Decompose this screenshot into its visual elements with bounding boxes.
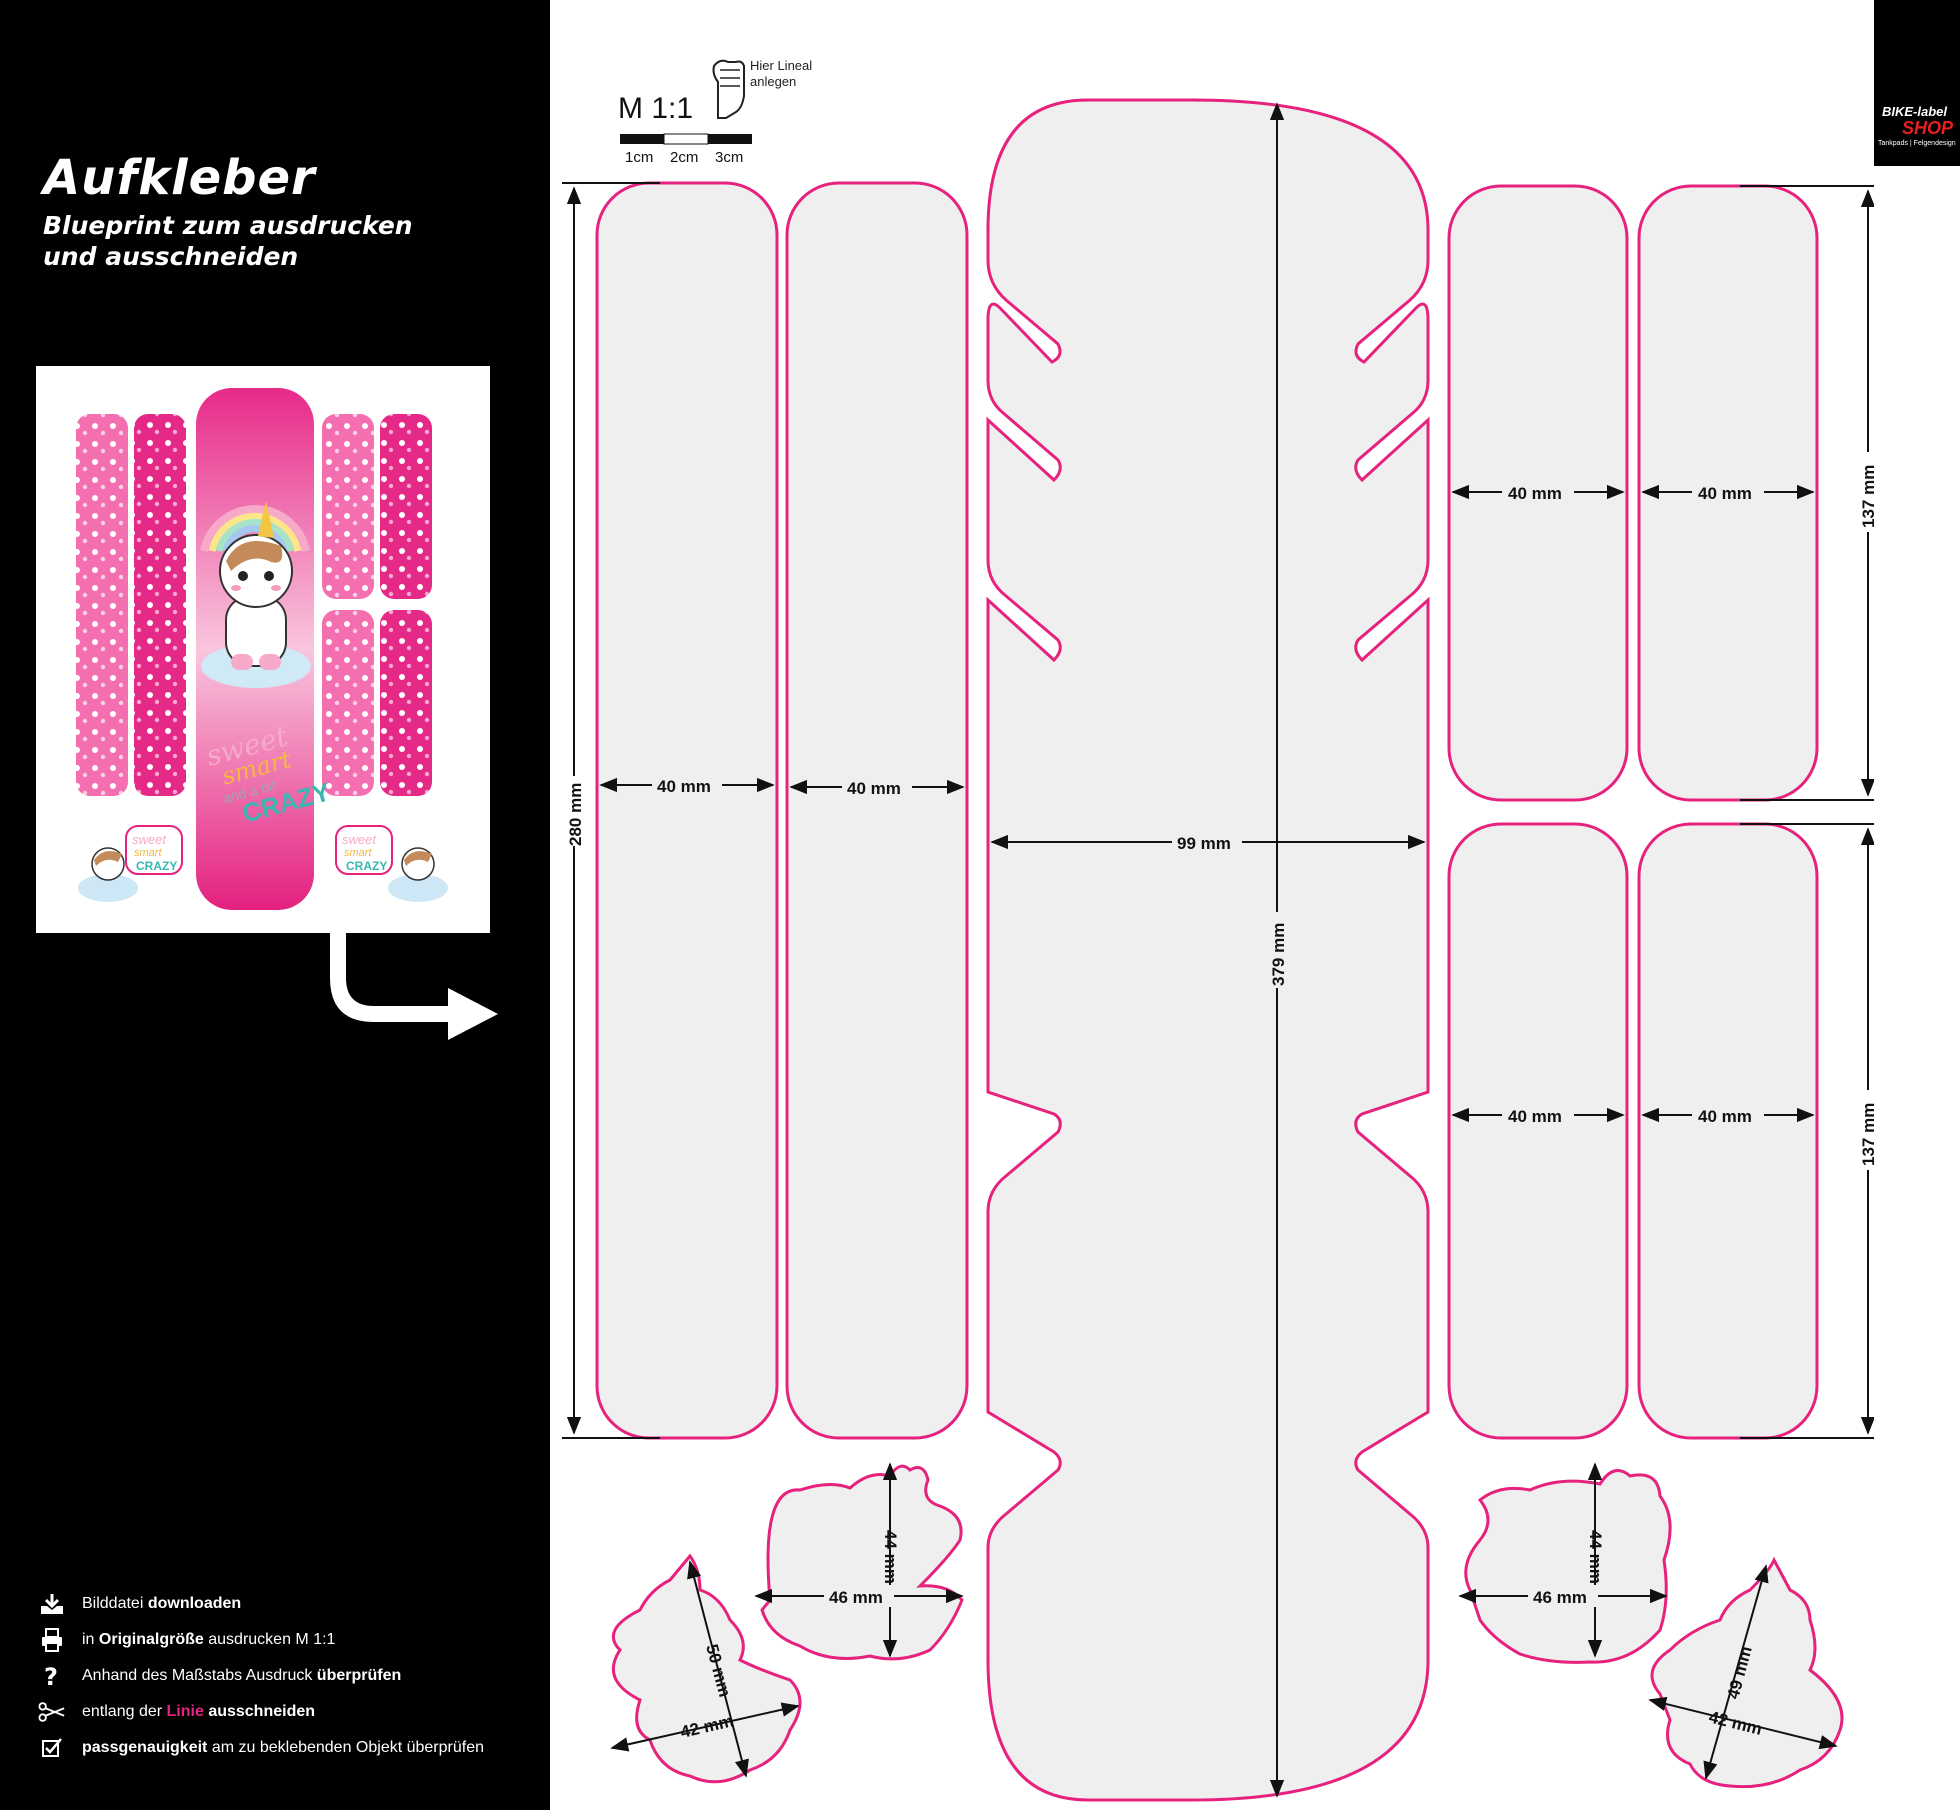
- dim-center-height: 379 mm: [1269, 923, 1288, 986]
- arrow-right-icon: [330, 930, 498, 1040]
- logo-tagline: Tankpads | Felgendesign: [1878, 140, 1956, 147]
- dim-cloud1-height: 44 mm: [881, 1530, 900, 1584]
- sticker-center-panel: [986, 98, 1430, 1802]
- ruler-hint: Hier Lineal anlegen: [750, 58, 813, 89]
- sidebar: Aufkleber Blueprint zum ausdrucken und a…: [0, 0, 550, 1810]
- sticker-cloud-left: [760, 1464, 964, 1661]
- instruction-step-print: in Originalgröße ausdrucken M 1:1: [38, 1622, 484, 1658]
- step-text-bold: Originalgröße: [98, 1631, 204, 1648]
- logo-text-shop: SHOP: [1902, 118, 1954, 138]
- blueprint-drawing: 1cm 2cm 3cm: [562, 59, 1874, 1802]
- instruction-step-cut: entlang der Linie ausschneiden: [38, 1694, 484, 1730]
- scale-bar: 1cm 2cm 3cm: [620, 133, 752, 166]
- step-text-bold: überprüfen: [316, 1667, 402, 1684]
- dim-small-width-1: 40 mm: [1508, 484, 1562, 503]
- svg-text:?: ?: [44, 1663, 58, 1689]
- dim-cloud1-width: 46 mm: [829, 1588, 883, 1607]
- checkbox-icon: [38, 1734, 66, 1762]
- step-text: in: [82, 1631, 99, 1648]
- scale-tick-1cm: 1cm: [625, 149, 653, 166]
- dim-small-height-bottom: 137 mm: [1859, 1103, 1874, 1166]
- instruction-step-check: passgenauigkeit am zu beklebenden Objekt…: [38, 1730, 484, 1766]
- instruction-list: Bilddatei downloaden in Originalgröße au…: [38, 1586, 484, 1766]
- dim-cloud2-height: 44 mm: [1586, 1530, 1605, 1584]
- subtitle-line-1: Blueprint zum ausdrucken: [43, 211, 413, 240]
- step-text: entlang der: [82, 1703, 167, 1720]
- svg-text:sweet: sweet: [342, 832, 377, 847]
- dim-small-height-top: 137 mm: [1859, 465, 1874, 528]
- question-icon: ?: [38, 1662, 66, 1690]
- dim-small-width-2: 40 mm: [1698, 484, 1752, 503]
- step-text: Bilddatei: [82, 1595, 148, 1612]
- scale-tick-2cm: 2cm: [670, 149, 698, 166]
- step-text-bold: downloaden: [147, 1595, 242, 1612]
- step-text-bold: ausschneiden: [208, 1703, 316, 1720]
- instruction-step-verify: ? Anhand des Maßstabs Ausdruck überprüfe…: [38, 1658, 484, 1694]
- instruction-step-download: Bilddatei downloaden: [38, 1586, 484, 1622]
- subtitle-line-2: und ausschneiden: [43, 242, 299, 271]
- page-subtitle: Blueprint zum ausdrucken und ausschneide…: [43, 210, 413, 272]
- brand-logo: BIKE-label SHOP Tankpads | Felgendesign: [1874, 0, 1960, 166]
- logo-text: BIKE-label: [1882, 104, 1948, 119]
- svg-text:CRAZY: CRAZY: [346, 859, 387, 873]
- svg-text:smart: smart: [134, 847, 162, 859]
- step-text: am zu beklebenden Objekt überprüfen: [207, 1739, 484, 1756]
- download-icon: [38, 1590, 66, 1618]
- svg-text:CRAZY: CRAZY: [136, 859, 177, 873]
- dim-strip-width-2: 40 mm: [847, 779, 901, 798]
- step-text-bold: passgenauigkeit: [82, 1739, 208, 1756]
- sticker-preview-image: sweet smart and a bit CRAZY sweet smart …: [36, 366, 490, 933]
- step-text: Anhand des Maßstabs Ausdruck: [82, 1667, 317, 1684]
- scale-label: M 1:1: [618, 92, 694, 125]
- hand-pointer-icon: [712, 59, 745, 119]
- svg-text:smart: smart: [344, 847, 372, 859]
- sticker-preview-graphic: sweet smart and a bit CRAZY sweet smart …: [76, 388, 448, 910]
- sticker-small-bottom-1: [1447, 822, 1629, 1440]
- dim-cloud2-width: 46 mm: [1533, 1588, 1587, 1607]
- dim-small-width-3: 40 mm: [1508, 1107, 1562, 1126]
- step-text: ausdrucken M 1:1: [203, 1631, 336, 1648]
- dim-center-width: 99 mm: [1177, 834, 1231, 853]
- sticker-strip-1: [595, 181, 779, 1440]
- dim-strip-height: 280 mm: [566, 783, 585, 846]
- step-text-highlight: Linie: [166, 1703, 204, 1720]
- sticker-cloud-right: [1464, 1469, 1672, 1664]
- scissors-icon: [38, 1698, 66, 1726]
- dim-strip-width-1: 40 mm: [657, 777, 711, 796]
- sticker-small-bottom-2: [1637, 822, 1819, 1440]
- dim-small-width-4: 40 mm: [1698, 1107, 1752, 1126]
- scale-tick-3cm: 3cm: [715, 149, 743, 166]
- printer-icon: [38, 1626, 66, 1654]
- sticker-strip-2: [785, 181, 969, 1440]
- page-title: Aufkleber: [43, 150, 316, 206]
- svg-text:sweet: sweet: [132, 832, 167, 847]
